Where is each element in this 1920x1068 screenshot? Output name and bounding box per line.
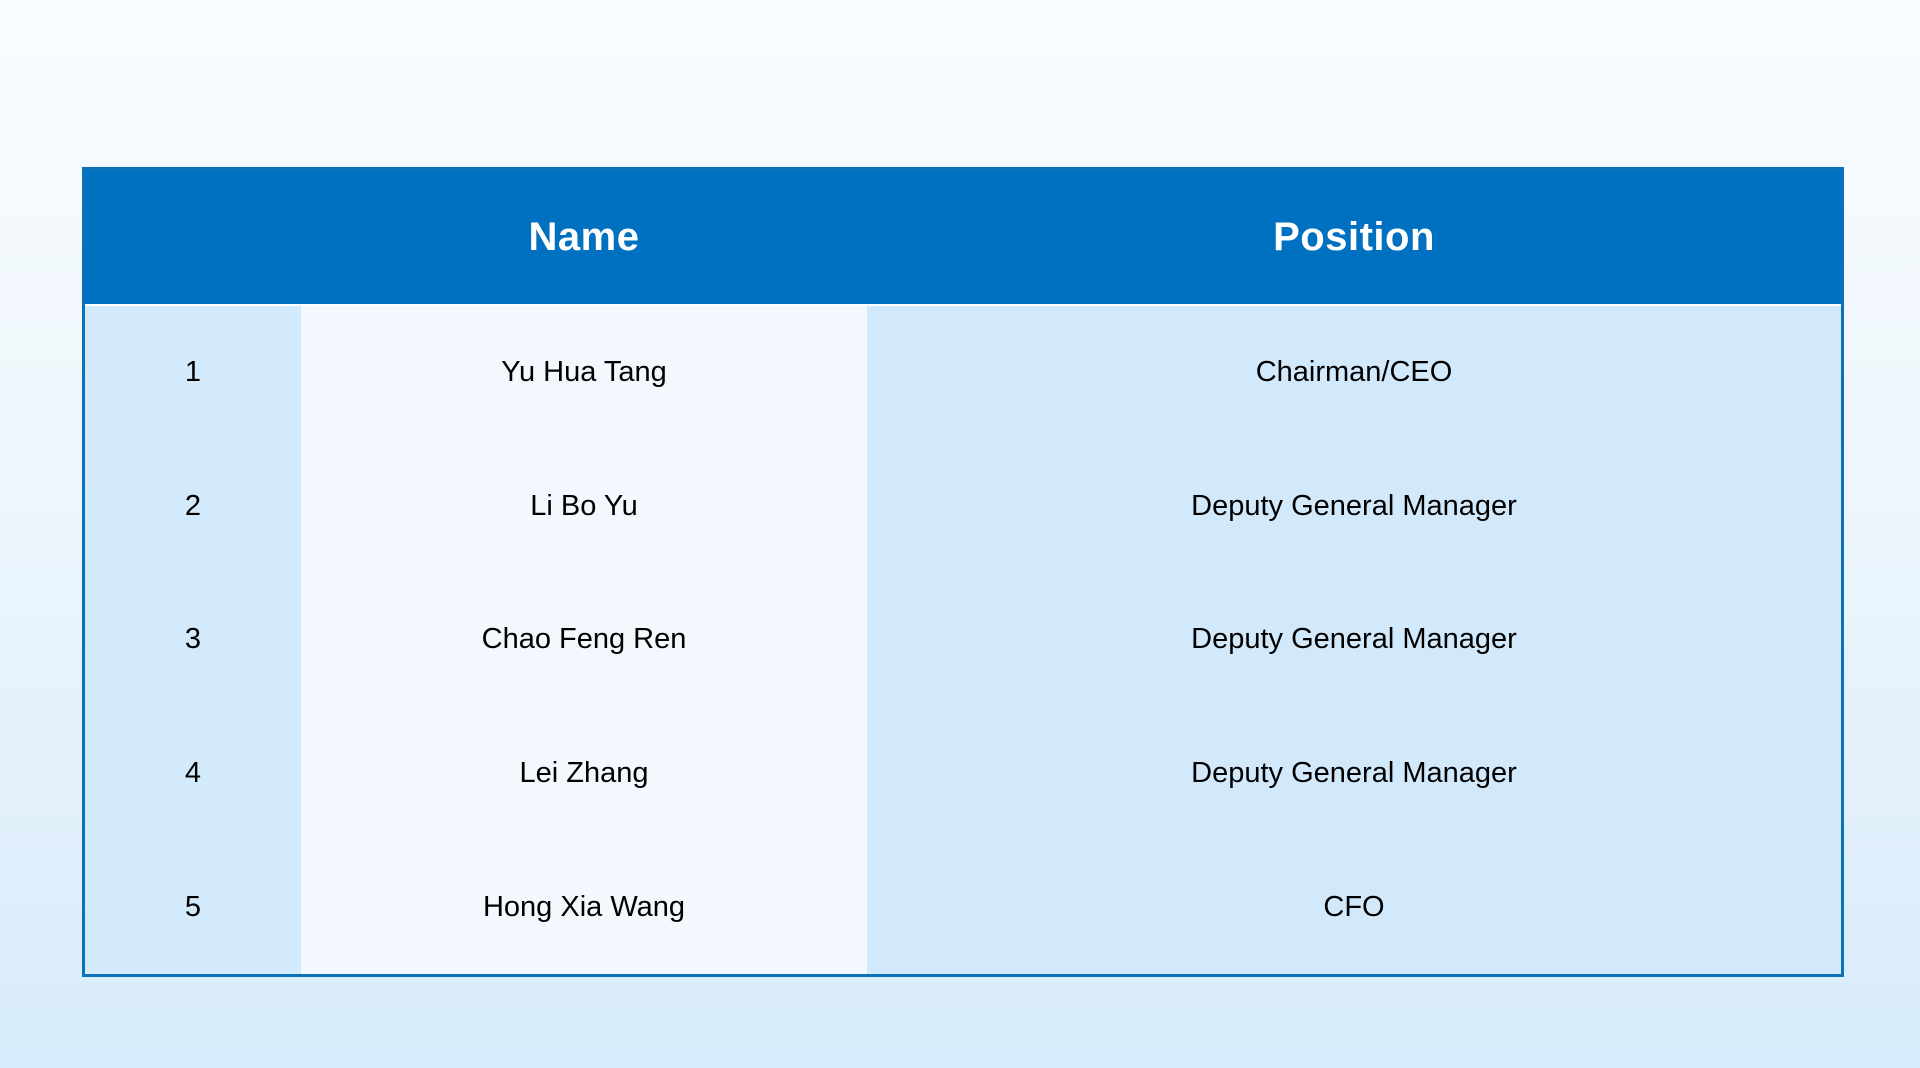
- table-header-row: Name Position: [85, 170, 1841, 304]
- position-cell: Deputy General Manager: [867, 439, 1841, 574]
- name-cell: Chao Feng Ren: [301, 573, 867, 707]
- name-cell: Hong Xia Wang: [301, 840, 867, 974]
- table-row: 3 Chao Feng Ren Deputy General Manager: [85, 573, 1841, 707]
- row-number-cell: 2: [85, 439, 301, 574]
- position-cell: Deputy General Manager: [867, 573, 1841, 707]
- header-cell-name: Name: [528, 214, 640, 259]
- name-cell: Yu Hua Tang: [301, 306, 867, 440]
- table-row: 5 Hong Xia Wang CFO: [85, 840, 1841, 974]
- position-cell: CFO: [867, 840, 1841, 974]
- header-cell-position: Position: [1273, 214, 1435, 259]
- row-number-cell: 4: [85, 706, 301, 841]
- table-row: 2 Li Bo Yu Deputy General Manager: [85, 439, 1841, 574]
- name-cell: Lei Zhang: [301, 706, 867, 841]
- table-row: 1 Yu Hua Tang Chairman/CEO: [85, 306, 1841, 440]
- position-cell: Deputy General Manager: [867, 706, 1841, 841]
- row-number-cell: 3: [85, 573, 301, 707]
- position-cell: Chairman/CEO: [867, 306, 1841, 440]
- header-cell-index: [85, 170, 301, 304]
- name-cell: Li Bo Yu: [301, 439, 867, 574]
- table-row: 4 Lei Zhang Deputy General Manager: [85, 706, 1841, 841]
- table-body: 1 Yu Hua Tang Chairman/CEO 2 Li Bo Yu De…: [85, 304, 1841, 974]
- row-number-cell: 5: [85, 840, 301, 974]
- executives-table: Name Position 1 Yu Hua Tang Chairman/CEO…: [82, 167, 1844, 977]
- row-number-cell: 1: [85, 306, 301, 440]
